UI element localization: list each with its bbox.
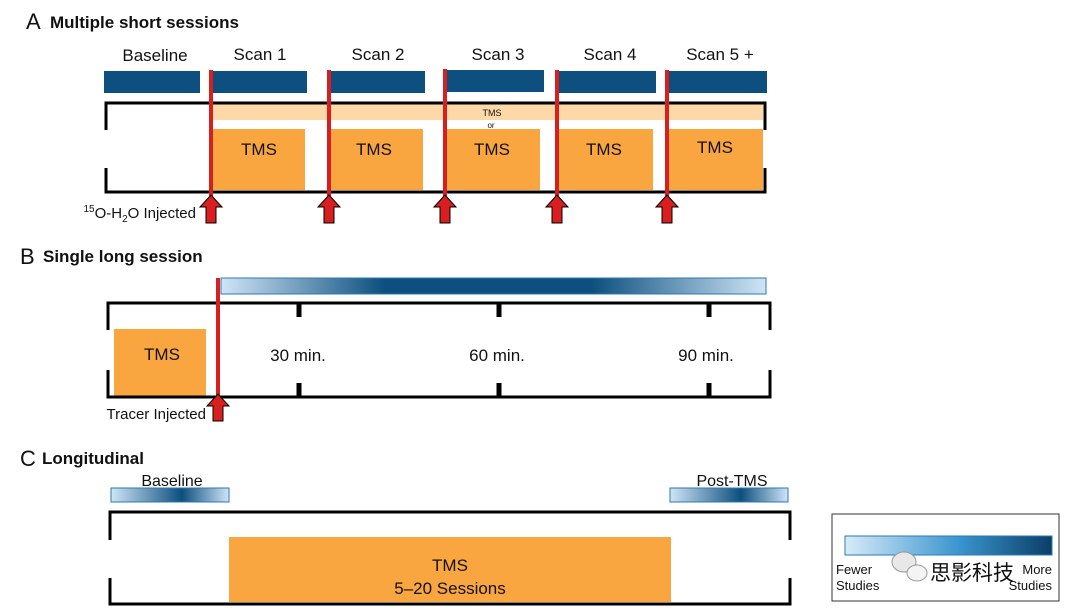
arrow-up-icon	[198, 194, 224, 224]
tick-label-90: 90 min.	[678, 346, 734, 365]
arrow-up-icon	[544, 194, 570, 224]
scan-label-2: Scan 2	[352, 45, 405, 64]
scan-label-baseline: Baseline	[122, 46, 187, 65]
baseline-scan-label: Baseline	[141, 473, 202, 490]
tms-sessions-block	[229, 537, 671, 602]
tms-block-2-label: TMS	[356, 140, 392, 159]
tms-block-pre	[114, 329, 206, 396]
post-tms-scan-label: Post-TMS	[696, 473, 767, 490]
tms-block-pre-label: TMS	[144, 345, 180, 364]
watermark: 思影科技	[891, 551, 1014, 585]
post-tms-scan-bar	[669, 487, 789, 503]
tick-label-60: 60 min.	[469, 346, 525, 365]
tick-label-30: 30 min.	[270, 346, 326, 365]
watermark-text: 思影科技	[930, 562, 1014, 585]
panel-a-title: Multiple short sessions	[50, 13, 239, 32]
arrow-up-icon	[316, 194, 342, 224]
tms-sessions-label: TMS	[432, 556, 468, 575]
scan-label-4: Scan 4	[584, 45, 637, 64]
panel-a-frame-bottom	[104, 168, 767, 194]
panel-c: C Longitudinal Baseline Post-TMS TMS 5–2…	[20, 446, 792, 606]
tms-block-1-label: TMS	[241, 140, 277, 159]
panel-b: B Single long session TMS 30 min. 60 min…	[20, 244, 772, 423]
panel-c-letter: C	[20, 446, 36, 471]
injection-arrows	[198, 194, 680, 224]
panel-a-frame-top	[104, 101, 767, 130]
tms-block-3	[447, 129, 540, 190]
panel-a: A Multiple short sessions Baseline Scan …	[26, 9, 767, 225]
panel-a-letter: A	[26, 9, 41, 34]
chat-bubble-icon	[906, 564, 928, 582]
tms-block-4-label: TMS	[586, 140, 622, 159]
baseline-scan-bar	[110, 487, 230, 503]
continuous-tms-label: TMS	[483, 108, 502, 118]
tms-block-3-label: TMS	[474, 140, 510, 159]
panel-b-title: Single long session	[43, 247, 203, 266]
tms-block-4	[559, 129, 653, 190]
scan-label-1: Scan 1	[234, 45, 287, 64]
time-ticks	[296, 303, 712, 397]
arrow-up-icon	[432, 194, 458, 224]
panel-b-frame-top	[106, 301, 772, 330]
tms-sessions-count: 5–20 Sessions	[394, 579, 506, 598]
scan-bar-5	[669, 71, 767, 93]
scan-label-3: Scan 3	[472, 45, 525, 64]
arrow-up-icon	[654, 194, 680, 224]
scan-bar-3	[447, 70, 544, 92]
panel-c-frame-bottom	[108, 578, 792, 606]
scan-bar-baseline	[104, 71, 200, 93]
legend-fewer-line1: Fewer	[836, 562, 873, 577]
or-label: or	[487, 121, 494, 130]
tracer-uptake-gradient-bar	[220, 277, 767, 295]
injection-lines	[209, 69, 669, 196]
panel-b-frame-bottom	[106, 370, 772, 399]
tracer-injected-label: Tracer Injected	[107, 406, 207, 423]
tms-block-5	[669, 129, 763, 190]
scan-label-5: Scan 5 +	[686, 45, 754, 64]
continuous-tms-band	[213, 103, 763, 120]
scan-bar-4	[559, 71, 656, 93]
panel-c-frame-top	[108, 510, 792, 540]
tms-block-2	[331, 129, 423, 190]
panel-c-title: Longitudinal	[42, 449, 144, 468]
legend-box	[831, 513, 1060, 602]
scan-bar-2	[331, 71, 425, 93]
panel-b-letter: B	[20, 244, 35, 269]
tms-block-5-label: TMS	[697, 138, 733, 157]
scan-bar-1	[213, 71, 307, 93]
legend: Fewer Studies More Studies 思影科技	[831, 513, 1060, 602]
o15-injected-label: 15O-H2O Injected	[83, 204, 196, 225]
legend-more-line1: More	[1022, 562, 1052, 577]
tms-block-1	[213, 129, 305, 190]
arrow-up-icon	[205, 393, 231, 422]
legend-gradient-bar	[844, 535, 1053, 556]
legend-more-line2: Studies	[1009, 578, 1053, 593]
legend-fewer-line2: Studies	[836, 578, 880, 593]
